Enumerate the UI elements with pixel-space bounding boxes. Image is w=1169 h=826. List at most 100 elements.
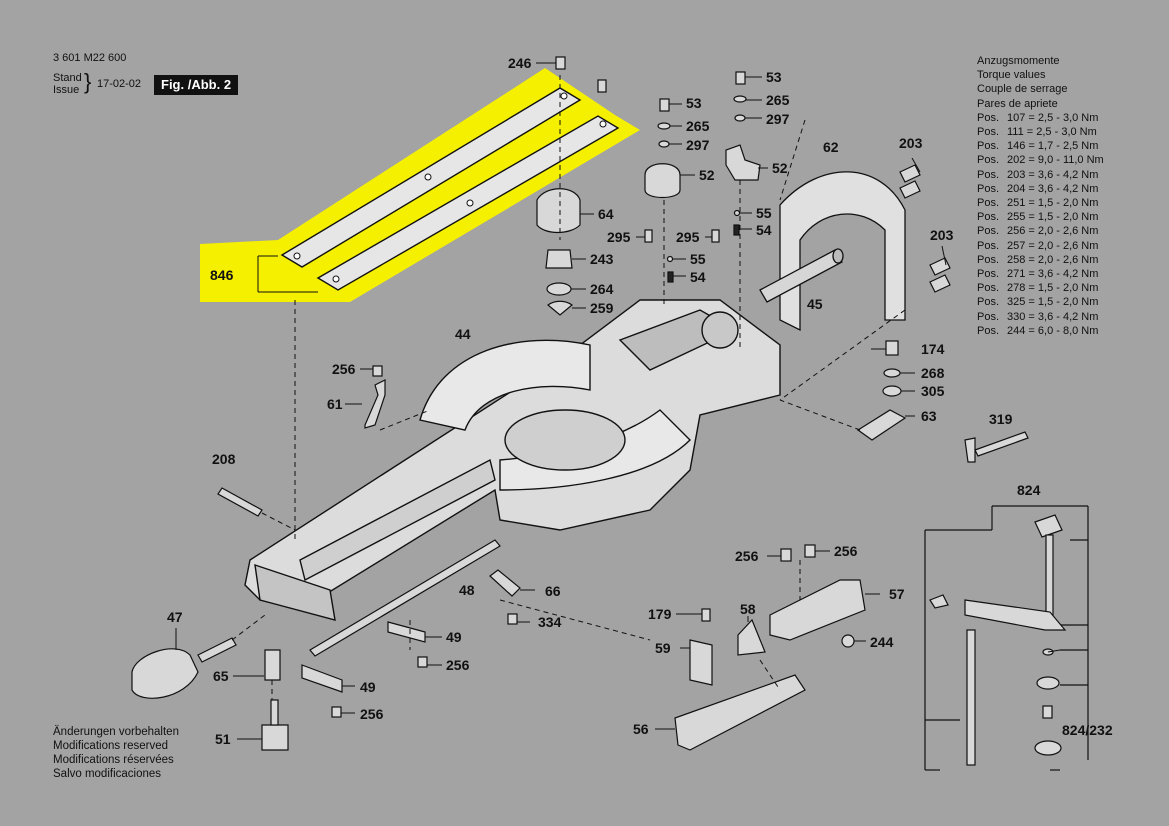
label-246: 246 [508, 55, 532, 71]
clamp-66 [489, 569, 521, 597]
label-49a: 49 [446, 629, 462, 645]
label-52b: 52 [772, 160, 788, 176]
label-295a: 295 [607, 229, 631, 245]
label-66: 66 [545, 583, 561, 599]
screw-203b [899, 180, 921, 199]
label-53a: 53 [686, 95, 702, 111]
screw-824b [1042, 705, 1053, 719]
label-259: 259 [590, 300, 614, 316]
spring-54b [733, 224, 740, 236]
clamp-52a [644, 163, 681, 199]
washer-824b [1036, 676, 1060, 690]
washer-264 [546, 282, 572, 296]
label-208: 208 [212, 451, 236, 467]
plate-49a [387, 621, 426, 643]
torque-row: Pos.107 = 2,5 - 3,0 Nm [977, 111, 1099, 124]
torque-row: Pos.258 = 2,0 - 2,6 Nm [977, 253, 1099, 266]
screw-246 [555, 56, 566, 70]
label-256e: 256 [360, 706, 384, 722]
note-de: Änderungen vorbehalten [53, 726, 179, 738]
label-256a: 256 [332, 361, 356, 377]
torque-row: Pos.271 = 3,6 - 4,2 Nm [977, 268, 1099, 281]
modification-notes: Änderungen vorbehalten Modifications res… [53, 725, 179, 781]
pin-295b [711, 229, 720, 243]
torque-row: Pos.330 = 3,6 - 4,2 Nm [977, 310, 1099, 323]
label-59: 59 [655, 640, 671, 656]
plate-59 [689, 639, 713, 686]
label-244: 244 [870, 634, 894, 650]
washer-265b [733, 95, 747, 103]
label-64: 64 [598, 206, 614, 222]
washer-265a [657, 122, 671, 130]
issue-date: 17-02-02 [97, 78, 142, 90]
label-47: 47 [167, 609, 183, 625]
screw-256a [372, 365, 383, 377]
label-55a: 55 [690, 251, 706, 267]
screw-179 [701, 608, 711, 622]
torque-title-es: Pares de apriete [977, 97, 1058, 110]
label-319: 319 [989, 411, 1013, 427]
stand-label: Stand [53, 72, 82, 84]
knob-47 [131, 648, 199, 699]
label-56: 56 [633, 721, 649, 737]
washer-824c [1034, 740, 1062, 756]
bracket-61 [364, 379, 386, 429]
figure-label: Fig. /Abb. 2 [154, 75, 239, 95]
base-56 [674, 674, 806, 751]
label-256d: 256 [446, 657, 470, 673]
screw-256c [804, 544, 816, 558]
label-265b: 265 [766, 92, 790, 108]
label-55b: 55 [756, 205, 772, 221]
label-265a: 265 [686, 118, 710, 134]
brace-glyph: } [84, 69, 92, 94]
bolt-208 [217, 487, 263, 517]
screw-203c [929, 257, 951, 276]
knob-64 [536, 188, 581, 234]
label-53b: 53 [766, 69, 782, 85]
torque-row: Pos.146 = 1,7 - 2,5 Nm [977, 140, 1099, 153]
label-63: 63 [921, 408, 937, 424]
label-846: 846 [210, 267, 234, 283]
label-824: 824 [1017, 482, 1041, 498]
plate-49b [301, 664, 343, 693]
assembly-824 [924, 505, 1089, 771]
stem-824 [1045, 534, 1054, 621]
ball-55b [733, 209, 741, 217]
washer-268 [883, 368, 901, 378]
label-243: 243 [590, 251, 614, 267]
label-65: 65 [213, 668, 229, 684]
knob-174 [885, 340, 899, 356]
saw-base [244, 299, 781, 621]
ball-55a [666, 255, 674, 263]
label-334: 334 [538, 614, 562, 630]
spring-54a [667, 271, 674, 283]
stem-51 [270, 699, 279, 726]
label-52a: 52 [699, 167, 715, 183]
lever-63 [856, 409, 907, 441]
nut-243 [545, 249, 573, 269]
issue-label: Issue [53, 84, 80, 96]
shaft-47 [197, 637, 237, 663]
torque-row: Pos.244 = 6,0 - 8,0 Nm [977, 324, 1099, 337]
screw-256b [780, 548, 792, 562]
pin-295a [644, 229, 653, 243]
torque-row: Pos.257 = 2,0 - 2,6 Nm [977, 239, 1099, 252]
screw-203d [929, 274, 951, 293]
washer-297a [658, 140, 670, 148]
label-256c: 256 [834, 543, 858, 559]
torque-title-de: Anzugsmomente [977, 55, 1060, 67]
torque-row: Pos.202 = 9,0 - 11,0 Nm [977, 154, 1104, 167]
torque-title-fr: Couple de serrage [977, 83, 1068, 96]
clamp-52b [725, 144, 761, 181]
torque-row: Pos.325 = 1,5 - 2,0 Nm [977, 296, 1099, 309]
label-297b: 297 [766, 111, 790, 127]
knob-51 [261, 724, 289, 751]
nut-244 [841, 634, 855, 648]
screw-53b [735, 71, 746, 85]
washer-297b [734, 114, 746, 122]
label-264: 264 [590, 281, 614, 297]
label-51: 51 [215, 731, 231, 747]
label-58: 58 [740, 601, 756, 617]
washer-305 [882, 385, 902, 397]
